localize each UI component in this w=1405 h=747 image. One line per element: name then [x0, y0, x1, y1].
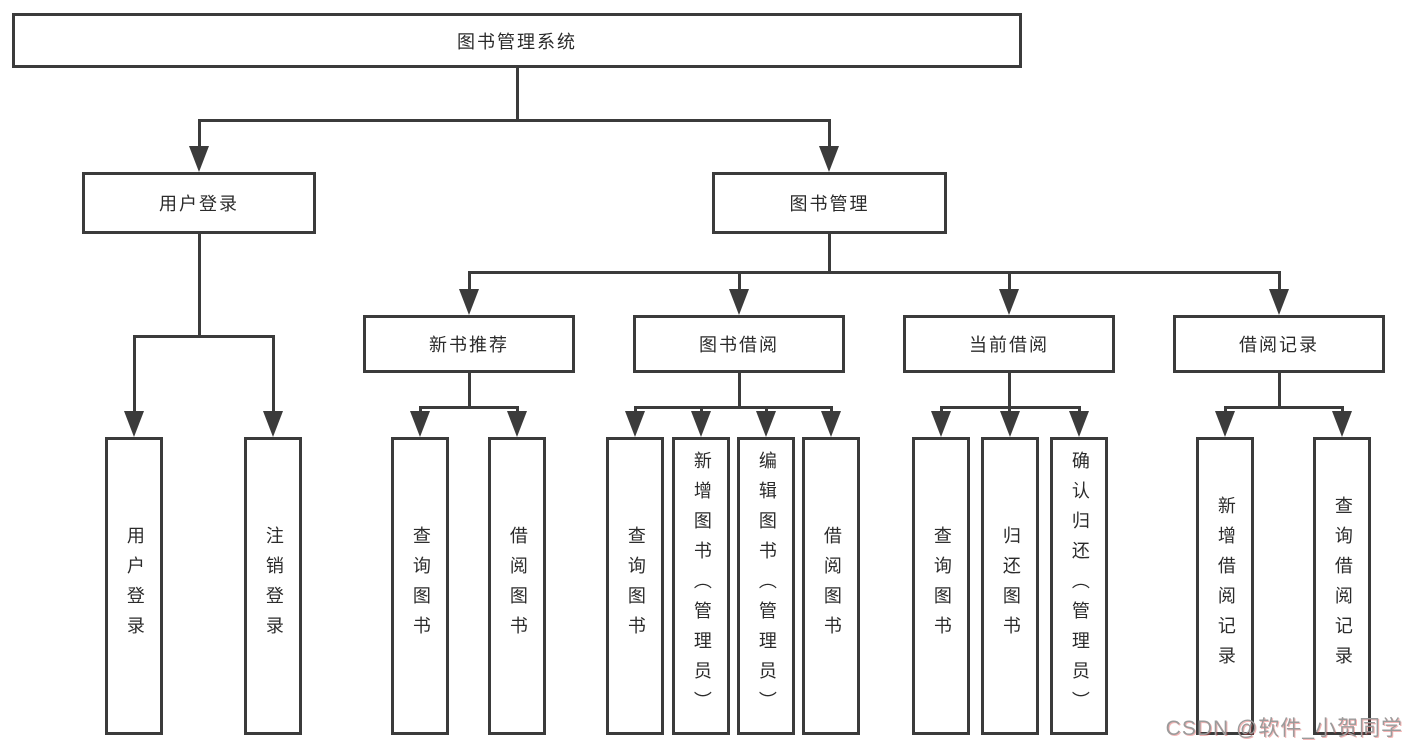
- connector-line: [1278, 271, 1281, 291]
- arrowhead-down-icon: [999, 289, 1019, 315]
- node-label: 归还图书: [1000, 526, 1021, 646]
- arrowhead-down-icon: [1069, 411, 1089, 437]
- leaf-borrow-query-books: 查询图书: [606, 437, 664, 735]
- connector-line: [198, 119, 201, 150]
- connector-line: [828, 234, 831, 273]
- connector-line: [738, 271, 741, 291]
- node-label: 用户登录: [159, 194, 239, 214]
- node-label: 查询图书: [931, 526, 952, 646]
- connector-line: [830, 406, 833, 414]
- connector-line: [1008, 373, 1011, 408]
- connector-line: [468, 271, 471, 291]
- arrowhead-down-icon: [507, 411, 527, 437]
- connector-line: [828, 119, 831, 150]
- arrowhead-down-icon: [1000, 411, 1020, 437]
- arrowhead-down-icon: [189, 146, 209, 172]
- connector-line: [634, 406, 637, 414]
- node-label: 图书管理系统: [457, 31, 577, 52]
- arrowhead-down-icon: [1332, 411, 1352, 437]
- arrowhead-down-icon: [625, 411, 645, 437]
- node-book-management: 图书管理: [712, 172, 947, 234]
- connector-line: [700, 406, 703, 414]
- node-label: 新增借阅记录: [1215, 496, 1236, 676]
- connector-line: [1278, 373, 1281, 408]
- connector-line: [133, 335, 275, 338]
- connector-line: [133, 335, 136, 413]
- csdn-watermark: CSDN @软件_小贺同学: [1165, 717, 1403, 740]
- leaf-borrow-borrow-books: 借阅图书: [802, 437, 860, 735]
- connector-line: [198, 234, 201, 337]
- leaf-logout: 注销登录: [244, 437, 302, 735]
- connector-line: [1078, 406, 1081, 414]
- node-user-login: 用户登录: [82, 172, 316, 234]
- connector-line: [1008, 406, 1011, 414]
- arrowhead-down-icon: [821, 411, 841, 437]
- connector-line: [1341, 406, 1344, 414]
- arrowhead-down-icon: [756, 411, 776, 437]
- connector-line: [198, 119, 831, 122]
- node-label: 新书推荐: [429, 335, 509, 355]
- node-borrow-records: 借阅记录: [1173, 315, 1385, 373]
- arrowhead-down-icon: [1215, 411, 1235, 437]
- node-label: 当前借阅: [969, 335, 1049, 355]
- leaf-recommend-borrow-books: 借阅图书: [488, 437, 546, 735]
- node-label: 借阅记录: [1239, 335, 1319, 355]
- connector-line: [765, 406, 768, 414]
- leaf-borrow-add-books-admin: 新增图书（管理员）: [672, 437, 730, 735]
- node-label: 图书管理: [789, 194, 870, 214]
- arrowhead-down-icon: [1269, 289, 1289, 315]
- leaf-current-query-books: 查询图书: [912, 437, 970, 735]
- arrowhead-down-icon: [729, 289, 749, 315]
- node-label: 借阅图书: [821, 526, 842, 646]
- leaf-borrow-edit-books-admin: 编辑图书（管理员）: [737, 437, 795, 735]
- leaf-current-return-books: 归还图书: [981, 437, 1039, 735]
- node-label: 查询图书: [410, 526, 431, 646]
- node-label: 查询图书: [625, 526, 646, 646]
- node-book-borrow: 图书借阅: [633, 315, 845, 373]
- arrowhead-down-icon: [124, 411, 144, 437]
- connector-line: [738, 373, 741, 408]
- arrowhead-down-icon: [931, 411, 951, 437]
- connector-line: [940, 406, 943, 414]
- connector-line: [1224, 406, 1344, 409]
- node-library-management-system: 图书管理系统: [12, 13, 1022, 68]
- leaf-current-confirm-return-admin: 确认归还（管理员）: [1050, 437, 1108, 735]
- node-current-borrow: 当前借阅: [903, 315, 1115, 373]
- connector-line: [468, 271, 1281, 274]
- leaf-records-add-record: 新增借阅记录: [1196, 437, 1254, 735]
- connector-line: [1008, 271, 1011, 291]
- leaf-user-login: 用户登录: [105, 437, 163, 735]
- arrowhead-down-icon: [691, 411, 711, 437]
- connector-line: [516, 406, 519, 414]
- node-label: 确认归还（管理员）: [1069, 451, 1090, 721]
- connector-line: [419, 406, 422, 414]
- connector-line: [1224, 406, 1227, 414]
- leaf-records-query-record: 查询借阅记录: [1313, 437, 1371, 735]
- arrowhead-down-icon: [410, 411, 430, 437]
- node-label: 查询借阅记录: [1332, 496, 1353, 676]
- node-label: 注销登录: [263, 526, 284, 646]
- node-label: 编辑图书（管理员）: [756, 451, 777, 721]
- arrowhead-down-icon: [263, 411, 283, 437]
- connector-line: [272, 335, 275, 413]
- node-label: 新增图书（管理员）: [691, 451, 712, 721]
- connector-line: [419, 406, 519, 409]
- leaf-recommend-query-books: 查询图书: [391, 437, 449, 735]
- connector-line: [634, 406, 832, 409]
- arrowhead-down-icon: [459, 289, 479, 315]
- arrowhead-down-icon: [819, 146, 839, 172]
- node-label: 用户登录: [124, 526, 145, 646]
- node-label: 借阅图书: [507, 526, 528, 646]
- node-label: 图书借阅: [699, 335, 779, 355]
- node-new-book-recommend: 新书推荐: [363, 315, 575, 373]
- connector-line: [516, 68, 519, 121]
- connector-line: [468, 373, 471, 408]
